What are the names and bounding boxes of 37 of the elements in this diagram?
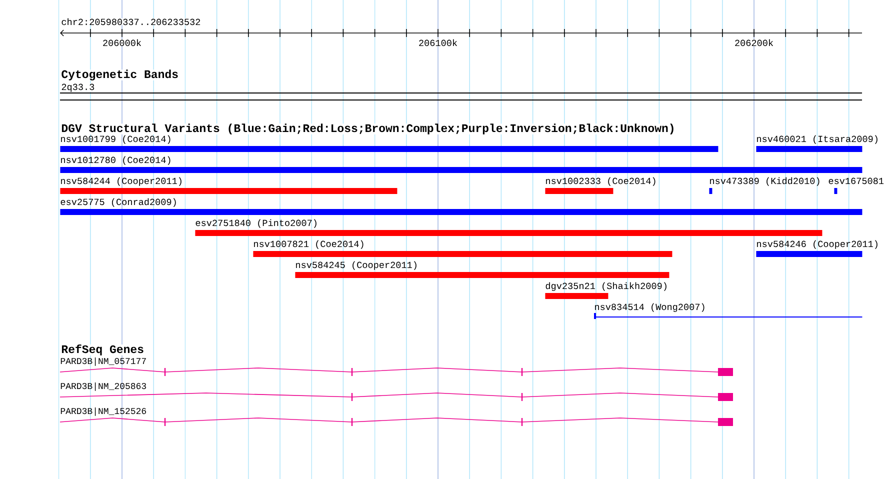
gene-transcript: PARD3B|NM_205863 (60, 382, 733, 401)
track-heading: RefSeq Genes (60, 344, 146, 356)
node-label: esv2751840 (Pinto2007) (196, 219, 316, 228)
node-label: nsv1002333 (Coe2014) (546, 177, 656, 186)
node-label: PARD3B|NM_057177 (60, 357, 146, 366)
track-heading: DGV Structural Variants (Blue:Gain;Red:Loss;Brown:Complex;Purple:Inversion;Black:Unknown) (60, 124, 676, 134)
track-heading: Cytogenetic Bands (60, 70, 180, 80)
variant-bar: esv1675081 (828, 178, 884, 194)
node-label: nsv584244 (Cooper2011) (61, 177, 182, 186)
variant-bar: nsv584244 (Cooper2011) (60, 177, 398, 194)
node-label: nsv1001799 (Coe2014) (61, 135, 170, 144)
variant-bar: esv25775 (Conrad2009) (60, 198, 862, 215)
variant-bar: nsv1002333 (Coe2014) (545, 177, 656, 194)
variant-bar: nsv584246 (Cooper2011) (756, 240, 878, 257)
variant-bar: nsv460021 (Itsara2009) (756, 135, 878, 152)
variant-bar: dgv235n21 (Shaikh2009) (545, 282, 666, 299)
variant-bar: nsv584245 (Cooper2011) (295, 261, 670, 278)
node-label: nsv473389 (Kidd2010) (710, 177, 820, 186)
gene-transcript: PARD3B|NM_152526 (60, 407, 733, 426)
variant-bar: nsv473389 (Kidd2010) (709, 177, 820, 194)
variant-bar: nsv1001799 (Coe2014) (60, 135, 718, 152)
variant-bar: nsv834514 (Wong2007) (594, 303, 862, 319)
node-label: PARD3B|NM_152526 (60, 407, 146, 416)
node-label: PARD3B|NM_205863 (60, 382, 146, 391)
node-label: esv1675081 (828, 178, 884, 184)
variant-bar: nsv1012780 (Coe2014) (60, 156, 862, 173)
node-label: nsv460021 (Itsara2009) (757, 135, 878, 144)
node-label: nsv1012780 (Coe2014) (61, 156, 170, 165)
node-label: dgv235n21 (Shaikh2009) (546, 282, 666, 291)
node-label: nsv584245 (Cooper2011) (296, 261, 416, 270)
node-label: esv25775 (Conrad2009) (60, 198, 176, 207)
gene-transcript: PARD3B|NM_057177 (60, 357, 733, 376)
node-label: nsv834514 (Wong2007) (595, 303, 704, 312)
variant-bar: nsv1007821 (Coe2014) (253, 240, 672, 257)
node-label: nsv1007821 (Coe2014) (254, 240, 364, 249)
variant-bar: esv2751840 (Pinto2007) (195, 219, 822, 236)
node-label: nsv584246 (Cooper2011) (757, 240, 878, 249)
